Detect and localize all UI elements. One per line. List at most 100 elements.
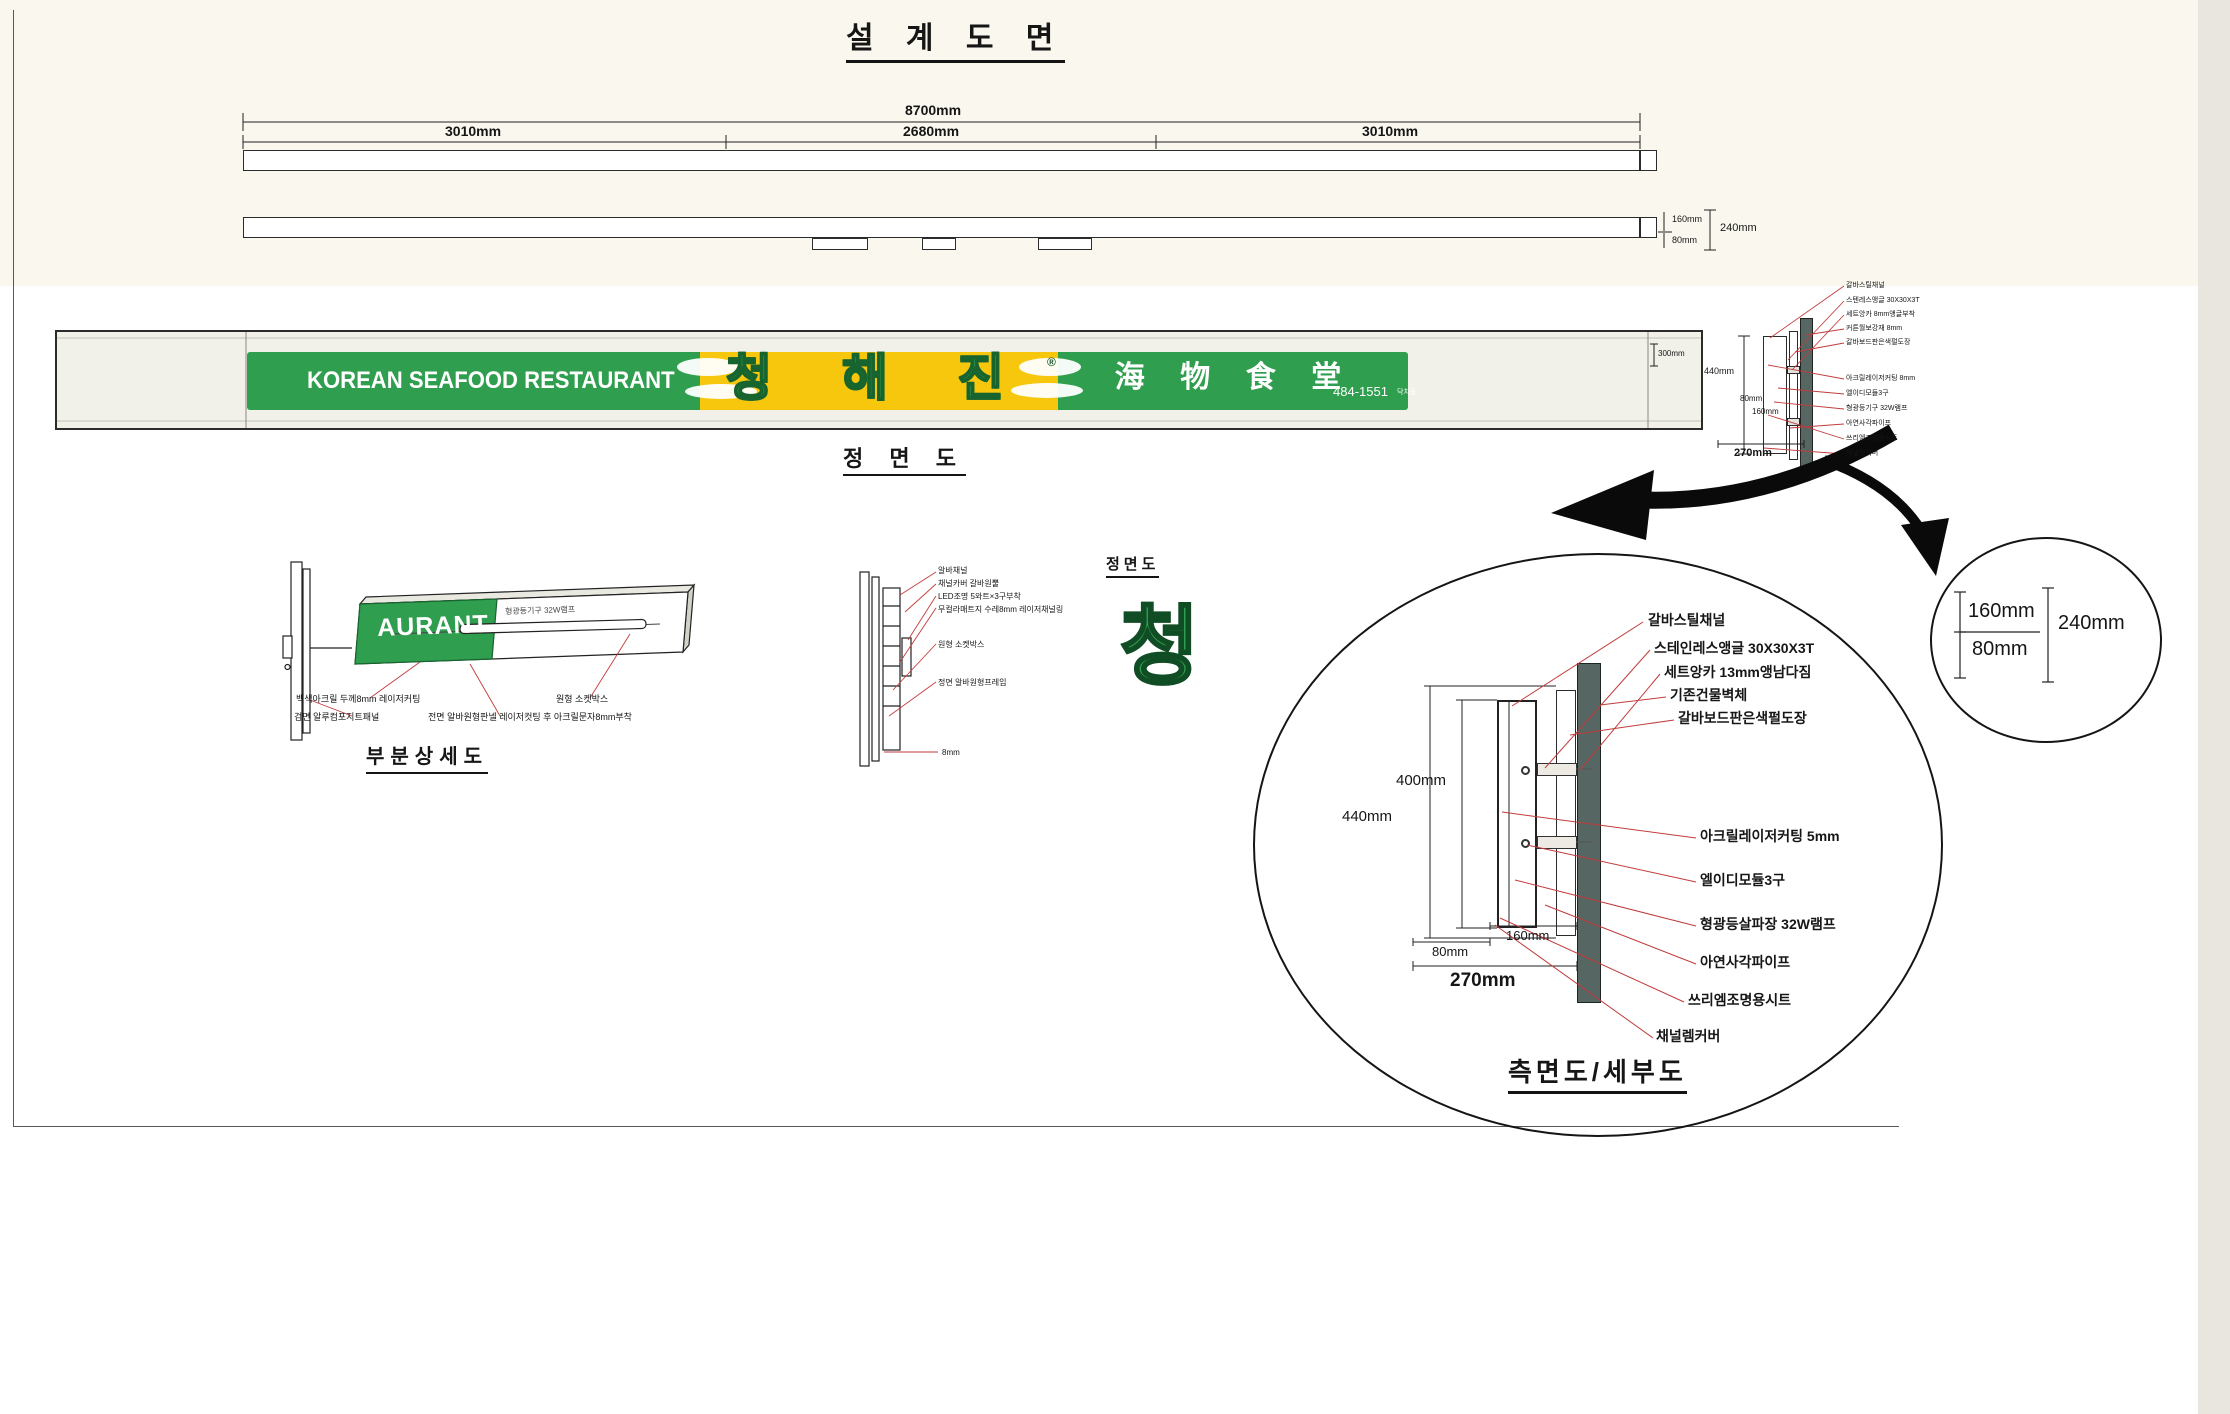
detail-callout: 엘이디모듈3구 [1700, 872, 1786, 888]
front-detail-label: 정면도 [1106, 556, 1160, 579]
detail-view-title: 측면도/세부도 [1508, 1057, 1687, 1094]
front-detail-callout: 정면 알바원형프레임 [938, 678, 1007, 687]
part-callout: 검면 알루컴포지트패널 [294, 712, 380, 722]
front-detail-callout: 8mm [942, 748, 960, 757]
front-detail-callout: LED조명 5와트×3구부착 [938, 592, 1021, 601]
section-callout: 아크릴레이저커팅 8mm [1846, 375, 1916, 382]
zoom-ellipse [1930, 537, 2162, 743]
scan-edge-strip [2198, 0, 2230, 1414]
sign-phone-note: 닥치돌 [1397, 389, 1417, 396]
detail-callout: 아크릴레이저커팅 5mm [1700, 828, 1840, 844]
sign-hanja-text: 海 物 食 堂 [1114, 361, 1356, 394]
led-module [1521, 766, 1530, 775]
sign-phone: 484-1551 [1333, 384, 1388, 399]
section-board [1789, 331, 1798, 460]
section-callout: 쓰리엠조명용시트 [1846, 435, 1898, 442]
front-detail-callout: 무컬라매트지 수레8mm 레이저채널링 [938, 605, 1064, 614]
detail-callout: 쓰리엠조명용시트 [1688, 992, 1792, 1008]
section-dim-160: 160mm [1752, 407, 1779, 416]
dim-seg-center-label: 2680mm [903, 123, 960, 139]
section-callout: 아연사각파이프 [1846, 420, 1892, 427]
part-callout: 백색아크릴 두께8mm 레이저커팅 [296, 694, 421, 704]
zoom-dim-160: 160mm [1968, 600, 2035, 622]
detail-channel [1497, 700, 1537, 928]
detail-bracket [1537, 763, 1577, 776]
part-callout: 전면 알바원형판넬 레이저컷팅 후 아크릴문자8mm부착 [428, 712, 632, 722]
section-callout: 갈바보드판은색펄도장 [1846, 339, 1911, 346]
front-detail-callout: 채널카버 갈바원뿔 [938, 579, 1000, 588]
section-callout: 세트앙카 8mm앵글부착 [1846, 311, 1916, 318]
sheet-border-bottom [13, 1126, 1899, 1127]
front-detail-callout: 알바채널 [938, 566, 968, 575]
sign-green-band: KOREAN SEAFOOD RESTAURANT 청 해 진 ® 海 物 食 … [247, 349, 1416, 410]
zoom-dim-240: 240mm [2058, 612, 2125, 634]
dim-seg-right-label: 3010mm [1362, 123, 1419, 139]
led-module [1521, 839, 1530, 848]
sign-yellow-panel [700, 352, 1058, 410]
dim-height-overall-label: 240mm [1720, 222, 1757, 234]
detail-wall [1577, 663, 1601, 1003]
section-callout: 형광등기구 32W램프 [1846, 405, 1908, 412]
detail-dim-80: 80mm [1432, 944, 1469, 959]
detail-callout: 갈바보드판은색펄도장 [1678, 710, 1807, 726]
plan-mount-tab [1038, 238, 1092, 250]
detail-dim-440: 440mm [1342, 808, 1393, 825]
dim-height-bottom-label: 80mm [1672, 235, 1698, 245]
section-bracket [1787, 418, 1800, 426]
plan-bar-top-end [1640, 150, 1657, 171]
part-callout: 원형 소켓박스 [556, 694, 609, 704]
detail-callout: 형광등살파장 32W램프 [1700, 916, 1836, 932]
detail-dim-160: 160mm [1506, 928, 1550, 943]
section-channel [1763, 336, 1787, 454]
front-detail-leader-lines [884, 571, 938, 753]
cloud-shape [685, 384, 757, 399]
plan-bar-top [243, 150, 1640, 171]
plan-mount-tab [922, 238, 956, 250]
part-inner-note: 형광등기구 32W램프 [504, 604, 576, 617]
front-detail-callout: 원형 소켓박스 [938, 640, 985, 649]
section-callout: 커튼월보강재 8mm [1846, 325, 1903, 332]
detail-callout: 세트앙카 13mm앵남다짐 [1664, 664, 1812, 680]
detail-bracket [1537, 836, 1577, 849]
plan-bar-bottom-end [1640, 217, 1657, 238]
sign-height-dim: 300mm [1658, 349, 1685, 358]
detail-dim-270: 270mm [1450, 970, 1516, 991]
detail-board [1556, 690, 1576, 936]
detail-dim-400: 400mm [1396, 772, 1447, 789]
sign-brand-text: 청 해 진 [725, 349, 1032, 407]
sheet-border-left [13, 10, 14, 1127]
section-callout: 갈바스틸채널 [1846, 282, 1885, 289]
detail-callout: 기존건물벽체 [1670, 687, 1748, 703]
cloud-shape [1019, 358, 1081, 376]
detail-callout: 갈바스틸채널 [1648, 612, 1726, 628]
section-wall [1800, 318, 1813, 473]
front-view-label: 정 면 도 [843, 446, 966, 477]
cloud-shape [677, 358, 739, 376]
front-detail-drawing [859, 571, 912, 767]
part-panel-text: AURANT [376, 610, 490, 642]
plan-bar-bottom [243, 217, 1640, 238]
front-detail-char: 청 [1118, 598, 1200, 697]
paper-bottom-margin [0, 0, 2230, 286]
sign-english-text: KOREAN SEAFOOD RESTAURANT [307, 367, 675, 394]
registered-mark: ® [1047, 355, 1056, 369]
detail-callout: 스테인레스앵글 30X30X3T [1654, 640, 1815, 656]
part-detail-label: 부분상세도 [366, 746, 488, 774]
section-dim-80: 80mm [1740, 394, 1763, 403]
section-callout: 채널렘커버 [1846, 450, 1879, 457]
cloud-shape [1011, 383, 1083, 398]
section-callout: 스텐레스앵글 30X30X3T [1846, 297, 1920, 304]
detail-callout: 아연사각파이프 [1700, 954, 1791, 970]
dim-total-label: 8700mm [905, 102, 962, 118]
page-title: 설 계 도 면 [846, 22, 1066, 63]
detail-callout: 채널렘커버 [1656, 1028, 1721, 1044]
dim-height-top-label: 160mm [1672, 214, 1703, 224]
plan-mount-tab [812, 238, 868, 250]
detail-ellipse [1253, 553, 1943, 1137]
section-bracket [1787, 366, 1800, 374]
zoom-dim-80: 80mm [1972, 638, 2028, 660]
dim-seg-left-label: 3010mm [445, 123, 502, 139]
section-dim-440: 440mm [1704, 366, 1735, 376]
section-dim-270: 270mm [1734, 447, 1772, 459]
